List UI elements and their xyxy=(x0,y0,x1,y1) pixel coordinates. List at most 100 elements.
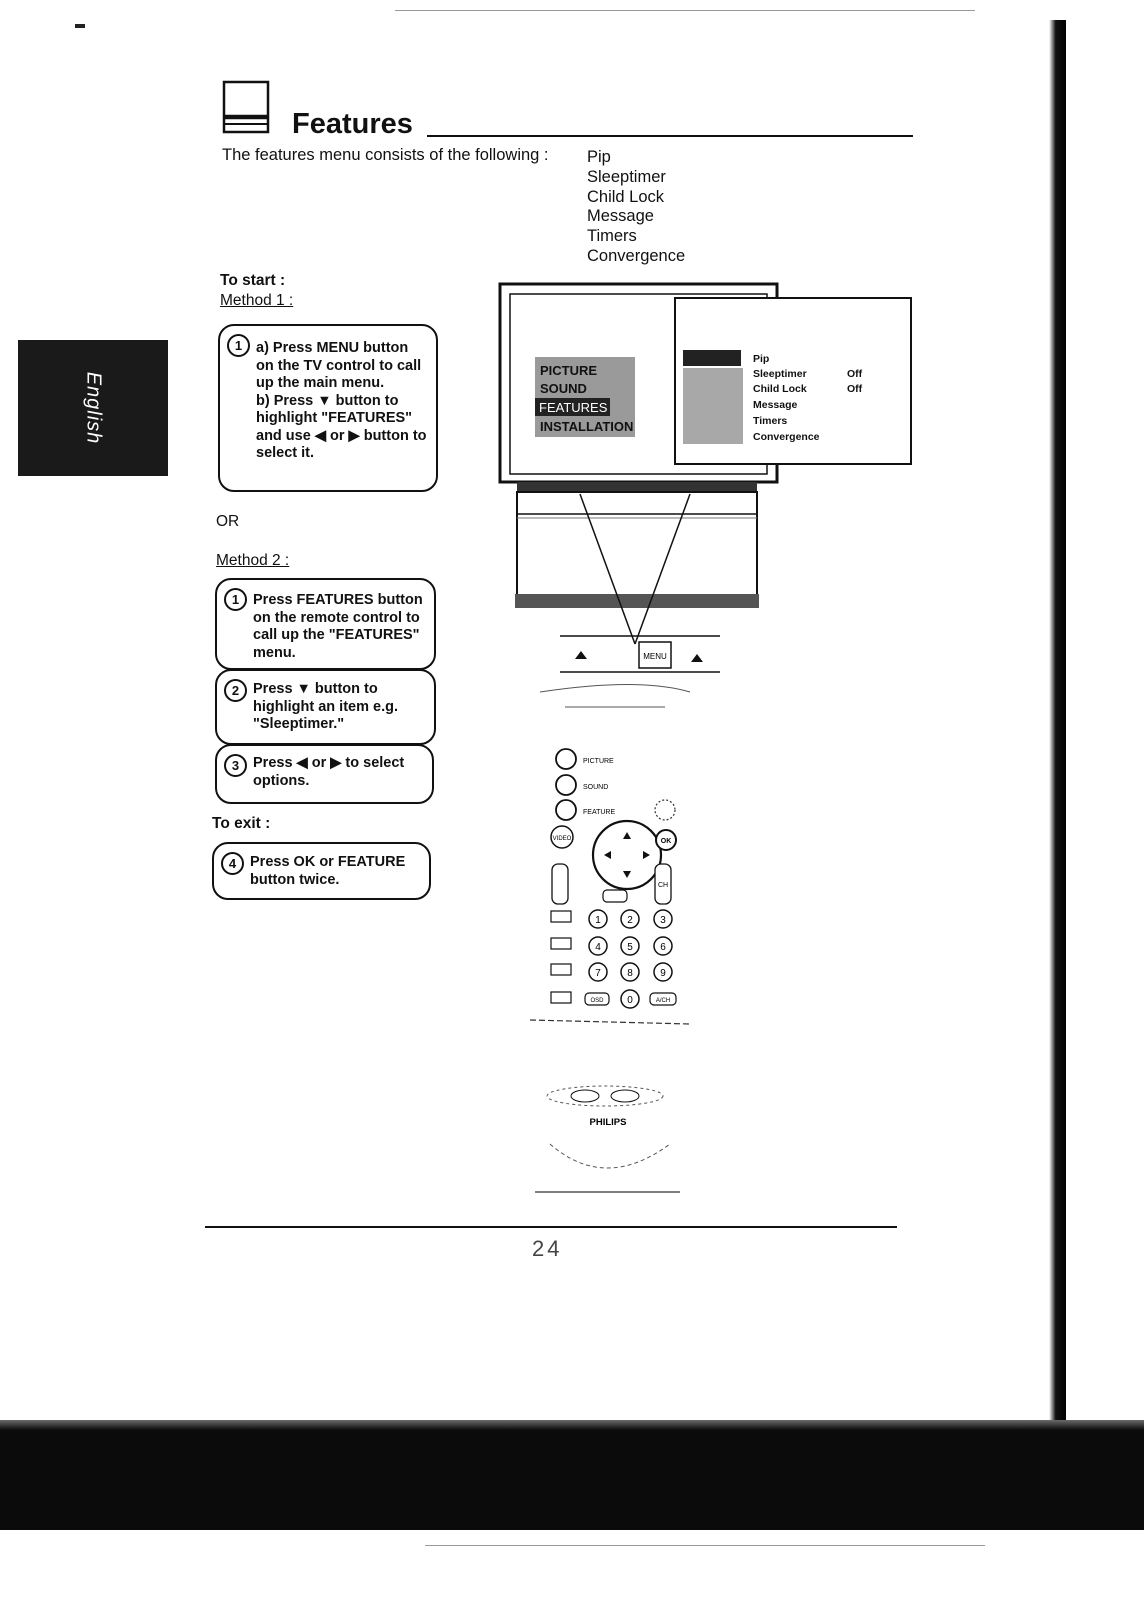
menu-item-features: FEATURES xyxy=(539,400,608,415)
step-box-method2-3: 3 Press ◀ or ▶ to select options. xyxy=(215,744,434,804)
remote-feature-label: FEATURE xyxy=(583,809,615,816)
remote-control: PICTURE SOUND FEATURE VIDEO OK CH 1 2 3 xyxy=(529,748,691,1193)
features-icon xyxy=(222,80,270,134)
remote-digit-button[interactable] xyxy=(620,989,640,1009)
digit-label: 7 xyxy=(595,968,601,979)
cursor-right-icon[interactable] xyxy=(643,851,650,859)
cursor-left-icon[interactable] xyxy=(604,851,611,859)
remote-picture-button[interactable] xyxy=(555,748,577,770)
remote-video-button[interactable] xyxy=(550,825,574,849)
scan-bottom-band xyxy=(0,1420,1144,1530)
digit-label: 4 xyxy=(595,942,601,953)
remote-osd-button[interactable] xyxy=(584,992,610,1006)
step-number: 4 xyxy=(221,852,244,875)
remote-side-button[interactable] xyxy=(550,910,572,923)
remote-cursor-pad[interactable] xyxy=(591,819,663,891)
remote-digit-button[interactable] xyxy=(653,909,673,929)
language-tab: English xyxy=(18,340,168,476)
remote-sound-label: SOUND xyxy=(583,784,608,791)
step-number: 2 xyxy=(224,679,247,702)
remote-lower-button[interactable] xyxy=(610,1089,640,1103)
step-text-b: b) Press ▼ button to highlight "FEATURES… xyxy=(256,392,427,462)
step-box-exit: 4 Press OK or FEATURE button twice. xyxy=(212,842,431,900)
option-item: Message xyxy=(587,207,654,226)
remote-sound-button[interactable] xyxy=(555,774,577,796)
menu-item-picture: PICTURE xyxy=(540,363,597,378)
to-start-label: To start : xyxy=(220,272,286,289)
option-item: Child Lock xyxy=(587,187,665,206)
method-1-label: Method 1 : xyxy=(220,292,294,309)
step-box-method2-1: 1 Press FEATURES button on the remote co… xyxy=(215,578,436,670)
tv-features-submenu: Pip Sleeptimer Off Child Lock Off Messag… xyxy=(674,297,912,465)
step-number: 1 xyxy=(224,588,247,611)
remote-digit-button[interactable] xyxy=(653,962,673,982)
title-rule xyxy=(427,135,913,137)
tv-control-panel: MENU xyxy=(539,635,720,708)
settings-icon[interactable] xyxy=(654,799,676,821)
option-item: Convergence xyxy=(587,246,686,265)
remote-avch-button[interactable] xyxy=(649,992,677,1006)
remote-side-button[interactable] xyxy=(550,963,572,976)
step-box-method1: 1 a) Press MENU button on the TV control… xyxy=(218,324,438,492)
cursor-down-icon[interactable] xyxy=(623,871,631,878)
remote-digit-button[interactable] xyxy=(620,962,640,982)
remote-volume-rocker[interactable] xyxy=(551,863,569,905)
remote-ok-button[interactable] xyxy=(655,829,677,851)
remote-picture-label: PICTURE xyxy=(583,758,614,765)
to-exit-label: To exit : xyxy=(212,815,271,832)
submenu-item: Timers xyxy=(753,415,787,427)
step-number: 3 xyxy=(224,754,247,777)
remote-mute-button[interactable] xyxy=(602,889,628,903)
page-edge-shadow xyxy=(1040,20,1066,1460)
remote-channel-rocker[interactable] xyxy=(654,863,672,905)
remote-channel-label: CH xyxy=(658,882,668,889)
option-item: Timers xyxy=(587,227,637,246)
menu-item-installation: INSTALLATION xyxy=(540,419,633,434)
submenu-value: Off xyxy=(847,383,863,395)
tv-menu-button[interactable] xyxy=(638,641,672,669)
step-text-a: a) Press MENU button on the TV control t… xyxy=(256,340,422,391)
remote-feature-button[interactable] xyxy=(555,799,577,821)
step-number: 1 xyxy=(227,334,250,357)
option-item: Pip xyxy=(587,148,611,166)
remote-digit-button[interactable] xyxy=(588,909,608,929)
page-number: 24 xyxy=(532,1236,563,1261)
scan-mark xyxy=(75,24,85,28)
method-2-label: Method 2 : xyxy=(216,552,290,569)
remote-avch-label: A/CH xyxy=(656,998,670,1004)
menu-item-sound: SOUND xyxy=(540,381,587,396)
intro-text: The features menu consists of the follow… xyxy=(222,146,549,164)
digit-label: 8 xyxy=(627,968,633,979)
step-text: Press OK or FEATURE button twice. xyxy=(250,854,406,888)
digit-label: 9 xyxy=(660,968,666,979)
digit-label: 0 xyxy=(627,995,633,1006)
remote-ok-label: OK xyxy=(661,838,672,845)
page-title: Features xyxy=(292,108,413,140)
submenu-value: Off xyxy=(847,368,863,380)
language-tab-label: English xyxy=(82,371,105,445)
remote-digit-button[interactable] xyxy=(620,936,640,956)
tv-volume-icon xyxy=(575,651,587,659)
digit-label: 3 xyxy=(660,915,666,926)
remote-video-label: VIDEO xyxy=(553,836,572,842)
or-label: OR xyxy=(216,513,240,530)
digit-label: 6 xyxy=(660,942,666,953)
remote-digit-button[interactable] xyxy=(620,909,640,929)
remote-lower-button[interactable] xyxy=(570,1089,600,1103)
submenu-item: Sleeptimer xyxy=(753,368,807,380)
remote-digit-button[interactable] xyxy=(588,936,608,956)
tv-menu-button-label: MENU xyxy=(643,652,667,661)
remote-osd-label: OSD xyxy=(590,998,604,1004)
features-option-list: Pip Sleeptimer Child Lock Message Timers… xyxy=(587,148,685,267)
remote-digit-button[interactable] xyxy=(588,962,608,982)
digit-label: 1 xyxy=(595,915,601,926)
remote-digit-button[interactable] xyxy=(653,936,673,956)
submenu-item: Child Lock xyxy=(753,383,807,395)
remote-side-button[interactable] xyxy=(550,937,572,950)
remote-brand-logo: PHILIPS xyxy=(590,1117,627,1128)
step-box-method2-2: 2 Press ▼ button to highlight an item e.… xyxy=(215,669,436,745)
remote-side-button[interactable] xyxy=(550,991,572,1004)
step-text: Press FEATURES button on the remote cont… xyxy=(253,592,423,661)
cursor-up-icon[interactable] xyxy=(623,832,631,839)
digit-label: 2 xyxy=(627,915,633,926)
